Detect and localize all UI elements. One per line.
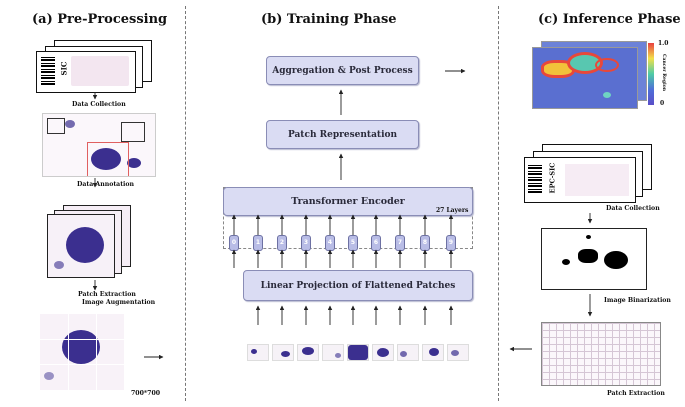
input-patch: [372, 344, 394, 361]
section-title-inference: (c) Inference Phase: [538, 12, 681, 27]
layers-label: 27 Layers: [436, 207, 469, 214]
slide-document-front: SIC: [36, 51, 136, 93]
heatmap-image: [532, 47, 638, 109]
extracted-patch-grid: [541, 322, 661, 386]
input-patch: [272, 344, 294, 361]
input-patch: [447, 344, 469, 361]
patch-representation-box: Patch Representation: [266, 120, 419, 149]
colorbar-max: 1.0: [658, 40, 669, 47]
caption-data-collection: Data Collection: [72, 101, 126, 108]
colorbar-min: 0: [660, 100, 665, 107]
epc-tissue-thumbnail: [565, 164, 629, 196]
input-patch: [397, 344, 419, 361]
caption-data-annotation: Data Annotation: [77, 181, 135, 188]
patch-stack-front: [47, 214, 115, 278]
transformer-encoder-box: Transformer Encoder: [223, 187, 473, 216]
slide-tissue-thumbnail: [71, 56, 129, 86]
section-title-training: (b) Training Phase: [261, 12, 397, 27]
caption-patch-extraction: Patch Extraction: [78, 291, 136, 298]
binarized-mask: [541, 228, 647, 290]
caption-image-augmentation: Image Augmentation: [82, 299, 156, 306]
colorbar: [648, 43, 654, 105]
caption-image-binarization: Image Binarization: [604, 297, 671, 304]
input-patch: [347, 344, 369, 361]
input-patch: [297, 344, 319, 361]
section-title-preprocessing: (a) Pre-Processing: [32, 12, 168, 27]
aggregation-box: Aggregation & Post Process: [266, 56, 419, 85]
barcode-icon: [41, 57, 55, 85]
annotation-box-cancer: [87, 142, 129, 176]
linear-projection-box: Linear Projection of Flattened Patches: [243, 270, 473, 301]
barcode-icon: [528, 163, 542, 193]
caption-patch-size: 700*700: [131, 390, 161, 397]
caption-inference-data-collection: Data Collection: [606, 205, 660, 212]
caption-inference-patch-extraction: Patch Extraction: [607, 390, 665, 397]
section-divider-right: [498, 6, 499, 401]
annotated-slide-image: [42, 113, 156, 177]
input-patch: [322, 344, 344, 361]
annotation-box: [47, 118, 65, 134]
section-divider-left: [185, 6, 186, 401]
input-patch: [247, 344, 269, 361]
input-patch: [422, 344, 444, 361]
annotation-box: [121, 122, 145, 142]
augmented-patch-grid: [40, 314, 124, 390]
epc-slide-front: EPC-SIC: [524, 157, 636, 203]
